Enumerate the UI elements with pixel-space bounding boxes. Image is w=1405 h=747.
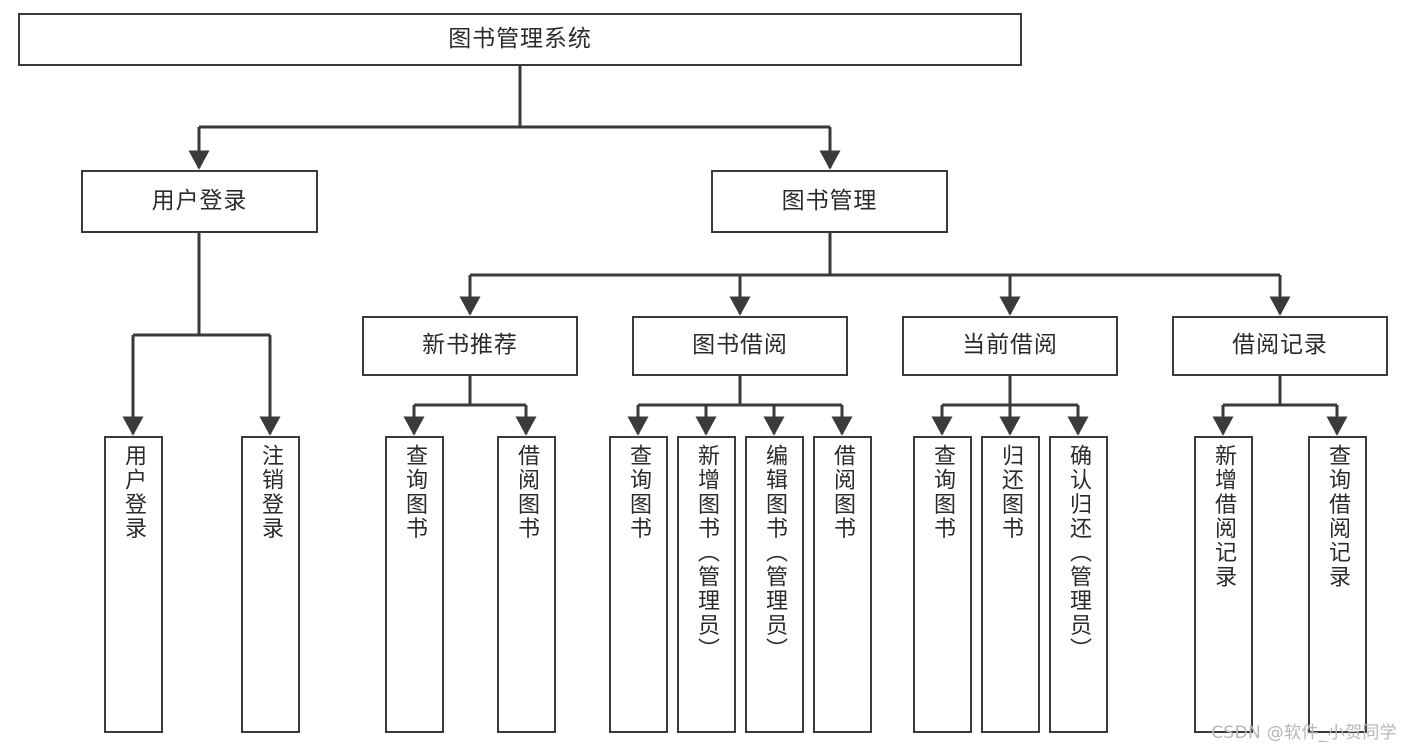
node-label: 查询图书 xyxy=(930,444,956,541)
node-book-borrow[interactable]: 图书借阅 xyxy=(632,316,848,376)
leaf-node-query-book-current[interactable]: 查询图书 xyxy=(913,436,972,733)
node-label: 借阅图书 xyxy=(830,444,856,541)
leaf-node-query-borrow-record[interactable]: 查询借阅记录 xyxy=(1308,436,1367,733)
node-label: 借阅记录 xyxy=(1232,332,1328,359)
node-label: 用户登录 xyxy=(121,444,147,541)
node-label: 归还图书 xyxy=(998,444,1024,541)
node-label: 用户登录 xyxy=(151,187,248,214)
leaf-node-add-borrow-record[interactable]: 新增借阅记录 xyxy=(1194,436,1253,733)
node-label: 新书推荐 xyxy=(422,332,518,359)
leaf-node-logout-login[interactable]: 注销登录 xyxy=(241,436,300,733)
node-user-login[interactable]: 用户登录 xyxy=(81,170,318,233)
leaf-node-return-book[interactable]: 归还图书 xyxy=(981,436,1040,733)
node-label: 注销登录 xyxy=(258,444,284,541)
node-current-borrow[interactable]: 当前借阅 xyxy=(902,316,1118,376)
leaf-node-borrow-book-recommend[interactable]: 借阅图书 xyxy=(497,436,556,733)
leaf-node-query-book-recommend[interactable]: 查询图书 xyxy=(385,436,444,733)
node-label: 确认归还（管理员） xyxy=(1066,444,1092,662)
leaf-node-add-book-admin[interactable]: 新增图书（管理员） xyxy=(677,436,736,733)
leaf-node-user-login[interactable]: 用户登录 xyxy=(104,436,163,733)
node-label: 查询图书 xyxy=(626,444,652,541)
leaf-node-query-book-borrow[interactable]: 查询图书 xyxy=(609,436,668,733)
node-borrow-record[interactable]: 借阅记录 xyxy=(1172,316,1388,376)
node-label: 编辑图书（管理员） xyxy=(762,444,788,662)
node-label: 新增图书（管理员） xyxy=(694,444,720,662)
node-book-management[interactable]: 图书管理 xyxy=(711,170,948,233)
leaf-node-confirm-return-admin[interactable]: 确认归还（管理员） xyxy=(1049,436,1108,733)
node-new-book-recommend[interactable]: 新书推荐 xyxy=(362,316,578,376)
node-label: 当前借阅 xyxy=(962,332,1058,359)
node-label: 图书借阅 xyxy=(692,332,788,359)
node-root-library-management-system[interactable]: 图书管理系统 xyxy=(18,13,1022,66)
node-label: 新增借阅记录 xyxy=(1211,444,1237,590)
leaf-node-edit-book-admin[interactable]: 编辑图书（管理员） xyxy=(745,436,804,733)
node-label: 图书管理系统 xyxy=(448,25,592,52)
node-label: 查询图书 xyxy=(402,444,428,541)
leaf-node-borrow-book[interactable]: 借阅图书 xyxy=(813,436,872,733)
watermark-text: CSDN @软件_小贺同学 xyxy=(1211,723,1397,743)
node-label: 图书管理 xyxy=(781,187,878,214)
node-label: 查询借阅记录 xyxy=(1325,444,1351,590)
node-label: 借阅图书 xyxy=(514,444,540,541)
